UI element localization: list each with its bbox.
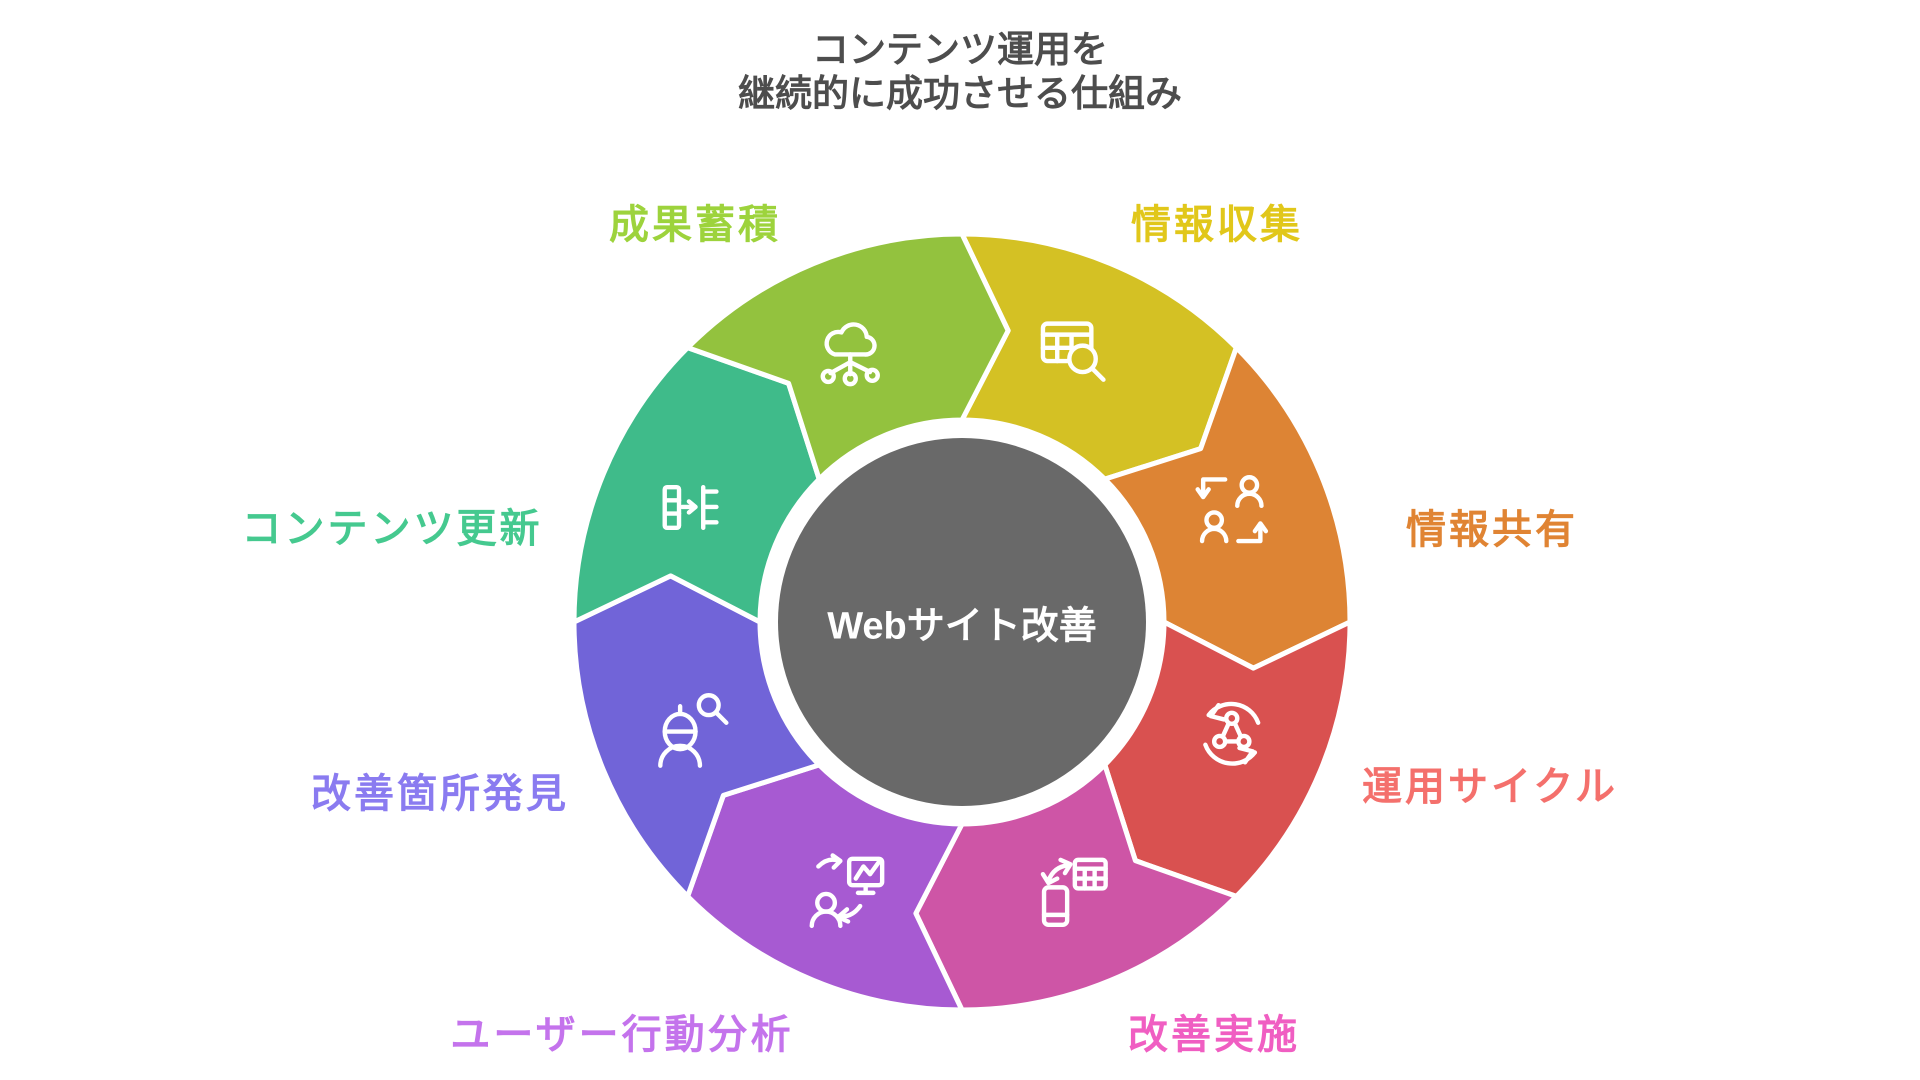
- segment-label: ユーザー行動分析: [450, 1013, 794, 1057]
- center-circle: [778, 438, 1146, 806]
- people-exchange-icon: [1195, 475, 1269, 544]
- user-analytics-icon: [809, 853, 885, 929]
- diagram-title-line2: 継続的に成功させる仕組み: [738, 73, 1182, 115]
- segment-label: 改善実施: [1128, 1013, 1300, 1057]
- diagram-title-line1: コンテンツ運用を: [812, 29, 1108, 70]
- segment-label: 情報収集: [1131, 203, 1303, 247]
- segment-label: 運用サイクル: [1362, 765, 1618, 809]
- cloud-network-icon: [820, 322, 880, 387]
- segment-label: コンテンツ更新: [241, 507, 543, 551]
- segment-label: 成果蓄積: [609, 203, 781, 247]
- cycle-network-icon: [1203, 701, 1261, 766]
- device-sync-icon: [1040, 857, 1108, 927]
- user-search-icon: [658, 693, 729, 768]
- center-circle-label: Webサイト改善: [827, 605, 1097, 648]
- segment-label: 情報共有: [1406, 508, 1578, 552]
- content-transfer-icon: [662, 484, 719, 531]
- diagram-title: コンテンツ運用を 継続的に成功させる仕組み: [0, 28, 1920, 117]
- segment-label: 改善箇所発見: [311, 772, 569, 816]
- table-search-icon: [1040, 321, 1106, 382]
